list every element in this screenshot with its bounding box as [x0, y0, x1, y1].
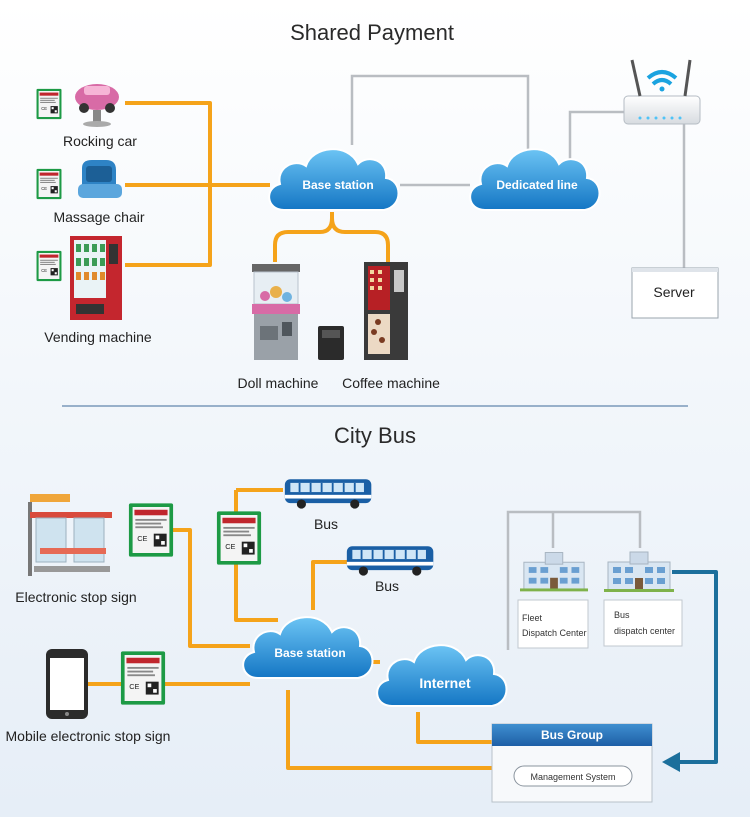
label-fleet-line1: Fleet — [522, 613, 543, 623]
label-rocking-car: Rocking car — [63, 133, 137, 149]
massage-chair-icon — [78, 160, 122, 198]
mobile-phone-icon — [46, 649, 88, 719]
dedicated-line-cloud: Dedicated line — [469, 148, 601, 211]
base-station-cloud-top: Base station — [268, 148, 400, 211]
module-bus — [216, 511, 262, 565]
base-station-cloud-bottom: Base station — [242, 616, 374, 679]
label-vending-machine: Vending machine — [44, 329, 152, 345]
rocking-car-device — [36, 84, 119, 127]
module-stop-sign — [128, 503, 174, 557]
label-bus-1: Bus — [314, 516, 338, 532]
label-internet: Internet — [419, 675, 471, 691]
massage-chair-device — [36, 160, 122, 200]
label-fleet-line2: Dispatch Center — [522, 628, 587, 638]
label-doll-machine: Doll machine — [238, 375, 319, 391]
label-busdisp-line2: dispatch center — [614, 626, 675, 636]
label-electronic-stop-sign: Electronic stop sign — [15, 589, 136, 605]
payment-module-icon — [318, 326, 344, 360]
top-connection-lines — [125, 74, 686, 268]
module-mobile-stop-sign — [120, 651, 166, 705]
coffee-machine-icon — [364, 262, 408, 360]
section-title-shared-payment: Shared Payment — [290, 20, 454, 45]
bus-icon-2 — [345, 545, 435, 577]
bus-group-panel: Bus Group Management System — [491, 723, 653, 803]
bus-dispatch-box: Bus dispatch center — [603, 599, 683, 647]
vending-machine-icon — [70, 236, 122, 320]
fleet-building-icon — [520, 552, 588, 592]
rocking-car-icon — [75, 84, 119, 127]
internet-cloud: Internet — [376, 644, 508, 708]
label-dedicated-line: Dedicated line — [496, 178, 578, 192]
label-server: Server — [653, 284, 695, 300]
label-mobile-stop-sign: Mobile electronic stop sign — [6, 728, 171, 744]
label-base-station-bottom: Base station — [274, 646, 345, 660]
router-icon — [623, 59, 701, 125]
bus-dispatch-building-icon — [604, 551, 674, 592]
label-bus-2: Bus — [375, 578, 399, 594]
label-bus-group: Bus Group — [541, 728, 603, 742]
fleet-dispatch-box: Fleet Dispatch Center — [517, 599, 589, 649]
label-busdisp-line1: Bus — [614, 610, 630, 620]
server-box: Server — [631, 267, 719, 319]
label-coffee-machine: Coffee machine — [342, 375, 440, 391]
section-title-city-bus: City Bus — [334, 423, 416, 448]
bus-icon-1 — [283, 478, 373, 510]
label-base-station-top: Base station — [302, 178, 373, 192]
vending-machine-device — [36, 236, 122, 320]
doll-machine-icon — [252, 264, 300, 360]
bus-stop-shelter-icon — [28, 494, 112, 576]
label-massage-chair: Massage chair — [53, 209, 144, 225]
label-management-system: Management System — [530, 772, 615, 782]
